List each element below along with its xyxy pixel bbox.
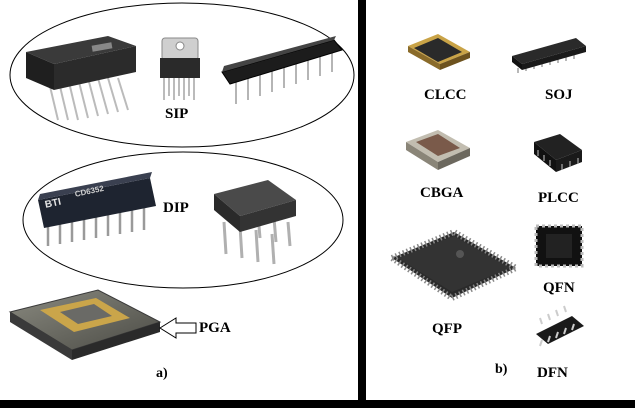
sip-group-ellipse: [9, 2, 355, 148]
package-label-cbga: CBGA: [420, 185, 464, 201]
pga-chip-image: [8, 289, 162, 360]
cbga-chip-image: [406, 130, 470, 170]
soj-chip-image: [512, 38, 586, 73]
pga-arrow: [159, 317, 197, 339]
dip-chip-long-image: [38, 172, 156, 246]
package-label-dfn: DFN: [537, 365, 568, 381]
panel-a: SIP DIP PGA a) BTI CD6352: [0, 0, 358, 400]
package-label-plcc: PLCC: [538, 190, 579, 206]
package-label-soj: SOJ: [545, 87, 573, 103]
package-label-qfn: QFN: [543, 280, 575, 296]
plcc-chip-image: [534, 134, 582, 172]
dip-group-ellipse: [22, 151, 344, 289]
sip-chip-philips-image: [26, 36, 136, 121]
sip-label: SIP: [165, 106, 189, 122]
pga-label: PGA: [199, 320, 231, 336]
dip-chip-8pin-image: [214, 180, 296, 265]
clcc-chip-image: [408, 34, 470, 70]
qfp-chip-image: [385, 228, 523, 302]
sip-chip-resistor-network-image: [221, 36, 343, 104]
panel-a-caption: a): [156, 366, 168, 381]
dfn-chip-image: [536, 305, 584, 347]
dip-label: DIP: [163, 200, 189, 216]
panel-b: CLCC SOJ CBGA PLCC QFP QFN DFN b): [366, 0, 635, 400]
qfn-chip-image: [534, 224, 584, 268]
panel-b-art: [385, 34, 586, 347]
package-label-clcc: CLCC: [424, 87, 467, 103]
sip-chip-power-image: [160, 37, 200, 100]
panel-b-caption: b): [495, 362, 508, 377]
panel-a-art: [8, 2, 355, 360]
package-label-qfp: QFP: [432, 321, 462, 337]
